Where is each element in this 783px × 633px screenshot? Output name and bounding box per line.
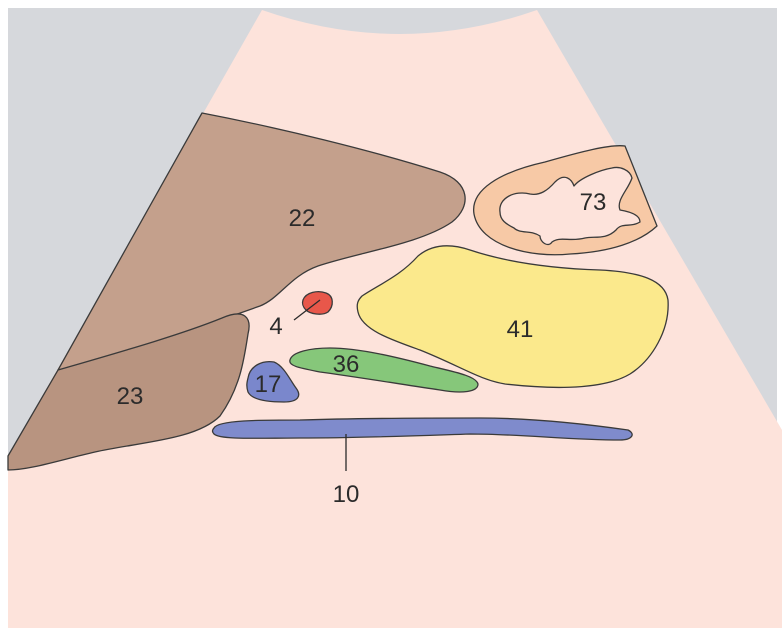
label-41: 41 [507, 316, 534, 343]
label-10: 10 [333, 481, 360, 508]
label-17: 17 [255, 371, 282, 398]
label-22: 22 [289, 205, 316, 232]
label-4: 4 [269, 313, 282, 340]
label-36: 36 [333, 351, 360, 378]
label-23: 23 [117, 383, 144, 410]
label-73: 73 [580, 189, 607, 216]
